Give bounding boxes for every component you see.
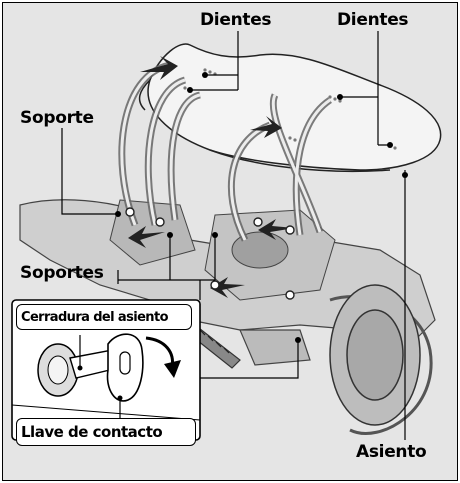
label-dientes-left: Dientes xyxy=(200,10,272,30)
label-cerradura: Cerradura del asiento xyxy=(16,304,192,330)
label-asiento: Asiento xyxy=(356,442,427,462)
arrow-hook-left xyxy=(128,226,165,248)
label-soportes: Soportes xyxy=(20,263,104,283)
leader-lines xyxy=(61,31,406,440)
label-dientes-right: Dientes xyxy=(337,10,409,30)
label-llave: Llave de contacto xyxy=(16,418,196,446)
motion-ribbons-inner xyxy=(120,63,331,241)
label-soporte: Soporte xyxy=(20,108,94,128)
rear-wheel xyxy=(329,284,433,435)
arrow-hook-center xyxy=(210,277,245,298)
mounting-hooks xyxy=(125,207,295,300)
arrow-teeth-left xyxy=(140,56,178,80)
leader-dots xyxy=(115,72,408,343)
direction-arrows xyxy=(128,56,295,298)
key-inset xyxy=(11,299,201,441)
ignition-key-icon xyxy=(106,333,144,402)
arrow-hook-right xyxy=(258,219,295,240)
arrow-teeth-right xyxy=(250,116,282,138)
